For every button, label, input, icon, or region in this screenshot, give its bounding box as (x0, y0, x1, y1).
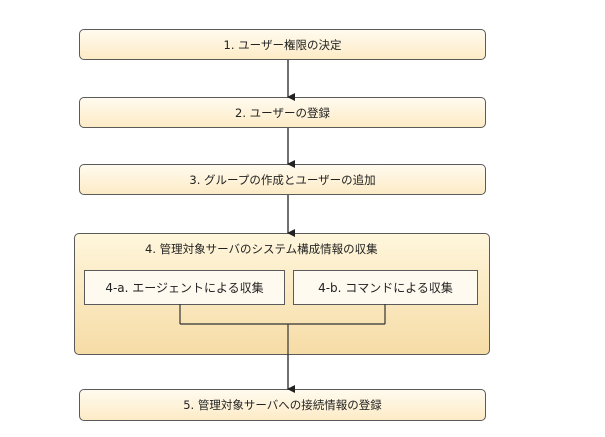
step-2-box: 2. ユーザーの登録 (79, 97, 486, 128)
step-1-label: 1. ユーザー権限の決定 (223, 37, 342, 52)
step-4a-label: 4-a. エージェントによる収集 (105, 281, 264, 295)
step-4b-label: 4-b. コマンドによる収集 (318, 281, 453, 295)
step-4a-box: 4-a. エージェントによる収集 (84, 270, 285, 305)
step-4b-box: 4-b. コマンドによる収集 (293, 270, 478, 305)
step-5-label: 5. 管理対象サーバへの接続情報の登録 (183, 398, 382, 412)
step-5-box: 5. 管理対象サーバへの接続情報の登録 (79, 389, 486, 421)
step-3-box: 3. グループの作成とユーザーの追加 (79, 164, 486, 195)
step-2-label: 2. ユーザーの登録 (235, 105, 330, 120)
step-4-title: 4. 管理対象サーバのシステム構成情報の収集 (145, 242, 378, 256)
step-4-group: 4. 管理対象サーバのシステム構成情報の収集 4-a. エージェントによる収集 … (74, 233, 490, 355)
step-1-box: 1. ユーザー権限の決定 (79, 29, 486, 60)
step-3-label: 3. グループの作成とユーザーの追加 (189, 172, 376, 187)
